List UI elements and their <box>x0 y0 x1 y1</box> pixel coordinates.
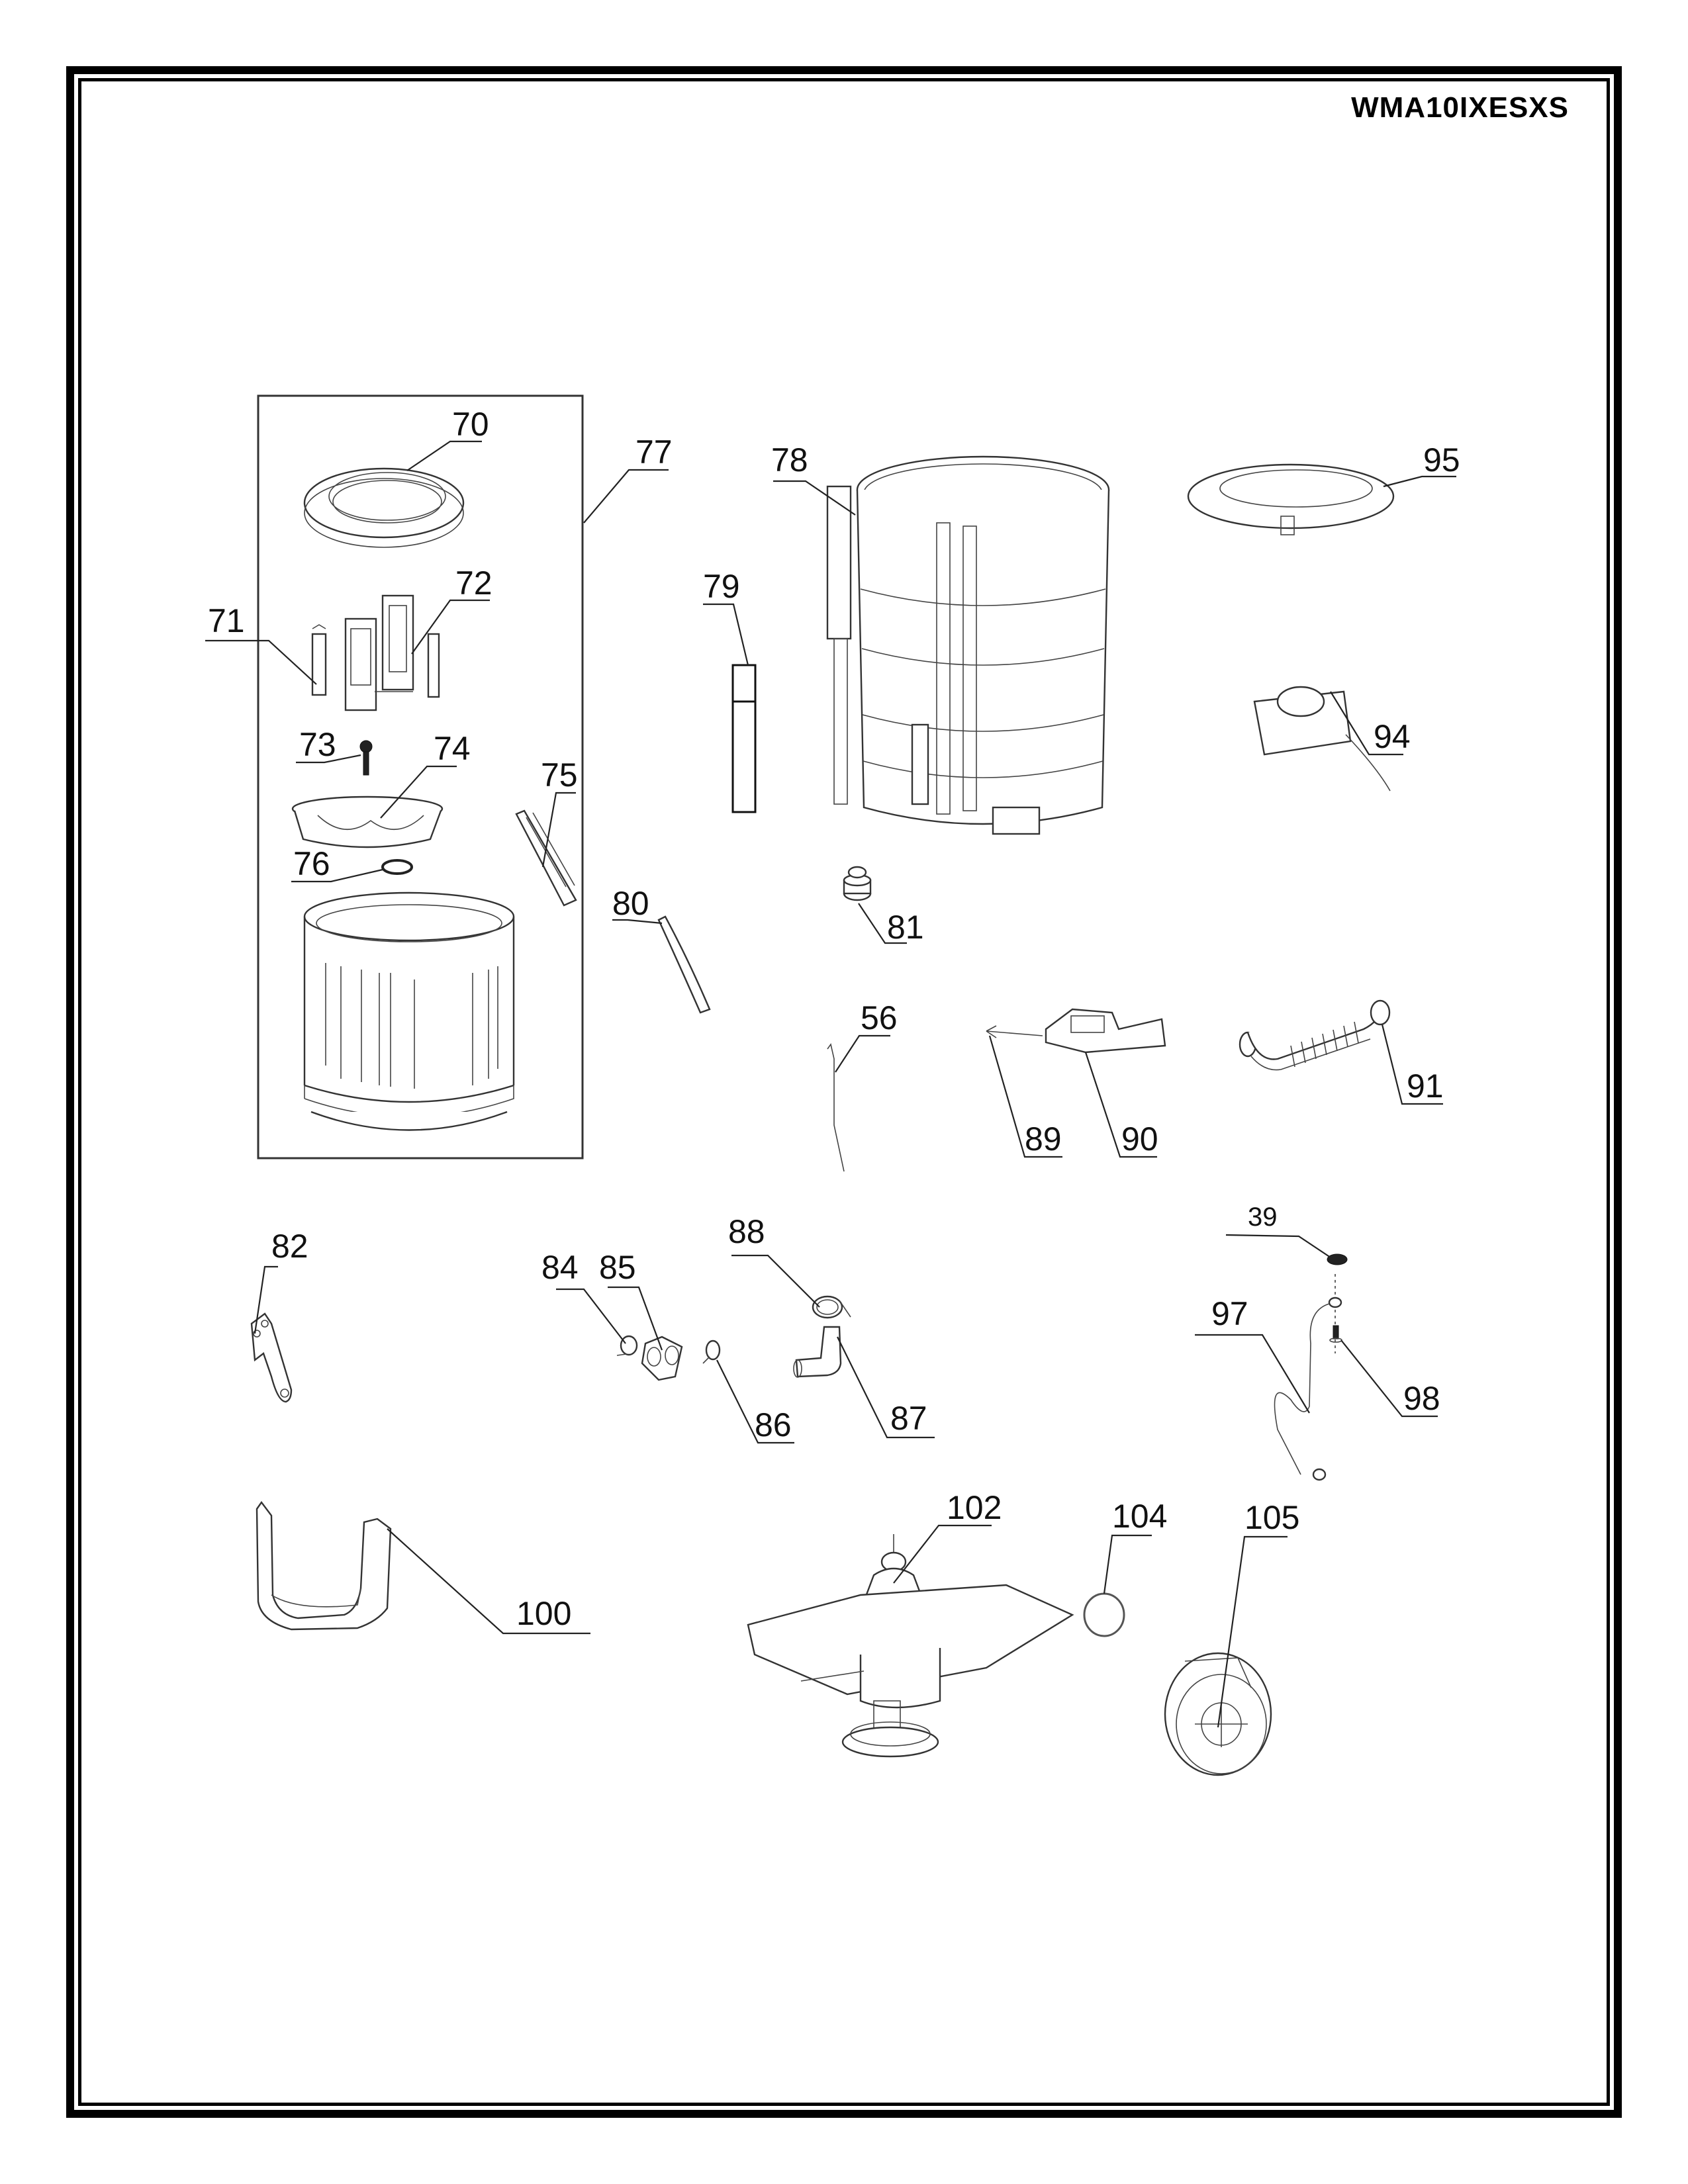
callout-76: 76 <box>293 845 330 882</box>
callout-98: 98 <box>1403 1380 1440 1417</box>
leader-line-95 <box>1383 475 1456 488</box>
callout-104: 104 <box>1112 1498 1167 1535</box>
basket-perforations <box>325 963 498 1089</box>
callout-81: 81 <box>887 909 924 946</box>
leader-line-78 <box>773 480 856 516</box>
leader-line-104 <box>1103 1534 1152 1594</box>
callout-74: 74 <box>434 730 471 767</box>
callout-102: 102 <box>947 1489 1002 1526</box>
leader-line-75 <box>541 792 576 868</box>
callout-79: 79 <box>703 568 740 605</box>
part-56-rod[interactable] <box>827 1043 845 1172</box>
part-70-balance-ring[interactable] <box>303 467 465 548</box>
page-border-outer <box>66 66 1622 2118</box>
page-border-inner <box>78 78 1610 2106</box>
callout-86: 86 <box>755 1406 792 1443</box>
leader-line-70 <box>406 440 482 471</box>
callout-56: 56 <box>861 999 898 1036</box>
leader-line-76 <box>291 868 383 883</box>
leader-line-77 <box>583 469 669 523</box>
leader-line-87 <box>837 1336 935 1439</box>
assembly-box-77 <box>257 394 584 1160</box>
leader-line-86 <box>716 1359 794 1444</box>
part-95-tub-cover-ring[interactable] <box>1187 463 1395 535</box>
leader-line-102 <box>893 1524 992 1584</box>
callout-100: 100 <box>516 1595 571 1632</box>
part-39-nut[interactable] <box>1327 1253 1348 1265</box>
part-78-outer-tub[interactable] <box>826 455 1110 835</box>
part-105-motor[interactable] <box>1164 1652 1272 1776</box>
leader-line-88 <box>731 1254 820 1308</box>
leader-line-98 <box>1340 1340 1438 1418</box>
part-75-lint-filter[interactable] <box>515 809 577 907</box>
callout-91: 91 <box>1407 1068 1444 1105</box>
leader-line-100 <box>387 1528 590 1635</box>
leader-line-74 <box>380 765 457 819</box>
callout-87: 87 <box>890 1400 927 1437</box>
part-88-hose-clamp[interactable] <box>812 1295 851 1319</box>
leader-line-56 <box>835 1034 890 1073</box>
part-74-pulsator[interactable] <box>291 796 444 848</box>
part-104-belt-ring[interactable] <box>1083 1592 1125 1637</box>
model-number-title: WMA10IXESXS <box>1351 91 1569 124</box>
part-73-screw[interactable] <box>359 740 373 776</box>
callout-88: 88 <box>728 1213 765 1250</box>
callout-84: 84 <box>541 1249 579 1286</box>
leader-line-91 <box>1381 1024 1443 1105</box>
leader-line-73 <box>296 754 361 764</box>
leader-line-72 <box>411 599 490 655</box>
callout-90: 90 <box>1121 1120 1158 1158</box>
part-76-o-ring[interactable] <box>381 859 413 875</box>
callout-78: 78 <box>771 441 808 478</box>
leader-line-39 <box>1225 1234 1331 1258</box>
part-79-strip[interactable] <box>731 664 757 813</box>
callout-105: 105 <box>1244 1499 1299 1536</box>
part-91-drain-hose[interactable] <box>1239 999 1391 1071</box>
part-97-ground-wire[interactable] <box>1274 1297 1342 1481</box>
leader-line-71 <box>205 639 317 685</box>
part-86-hose-clamp[interactable] <box>702 1340 721 1364</box>
leader-line-89 <box>988 1035 1062 1158</box>
leader-line-105 <box>1217 1535 1288 1728</box>
callout-95: 95 <box>1423 441 1460 478</box>
part-85-water-valve[interactable] <box>641 1336 683 1381</box>
callout-94: 94 <box>1374 718 1411 755</box>
leader-line-82 <box>254 1265 278 1334</box>
part-90-clip[interactable] <box>1045 1008 1166 1054</box>
part-81-plug[interactable] <box>843 866 872 901</box>
callout-75: 75 <box>541 756 578 794</box>
basket-assembly-group <box>257 394 584 1160</box>
callout-97: 97 <box>1211 1295 1248 1332</box>
callout-39: 39 <box>1248 1203 1278 1232</box>
callout-72: 72 <box>455 565 492 602</box>
leader-line-80 <box>612 919 663 925</box>
callout-73: 73 <box>299 726 336 763</box>
callout-80: 80 <box>612 885 649 922</box>
part-82-bracket[interactable] <box>250 1312 293 1403</box>
leader-line-81 <box>858 903 907 944</box>
part-102-clutch-assembly[interactable] <box>747 1534 1074 1758</box>
callout-82: 82 <box>271 1228 308 1265</box>
callout-71: 71 <box>208 602 245 639</box>
part-100-u-bracket[interactable] <box>256 1500 392 1631</box>
leader-line-85 <box>608 1286 663 1351</box>
callout-89: 89 <box>1025 1120 1062 1158</box>
leader-line-79 <box>703 603 749 666</box>
part-71-72-lifters[interactable] <box>311 594 440 711</box>
callout-70: 70 <box>452 406 489 443</box>
leader-line-90 <box>1084 1052 1157 1158</box>
part-94-drain-pump[interactable] <box>1253 686 1391 792</box>
leader-line-97 <box>1195 1334 1310 1414</box>
leader-line-94 <box>1330 691 1403 756</box>
part-inner-basket[interactable] <box>303 891 515 1131</box>
callout-85: 85 <box>599 1249 636 1286</box>
part-84-hose-clamp[interactable] <box>616 1335 638 1356</box>
hose-corrugations <box>1290 1021 1359 1068</box>
part-89-pin[interactable] <box>986 1025 1043 1038</box>
callout-77: 77 <box>635 433 673 471</box>
leader-line-84 <box>556 1288 626 1344</box>
part-87-elbow-hose[interactable] <box>793 1326 842 1378</box>
part-80-curved-strip[interactable] <box>657 915 711 1014</box>
